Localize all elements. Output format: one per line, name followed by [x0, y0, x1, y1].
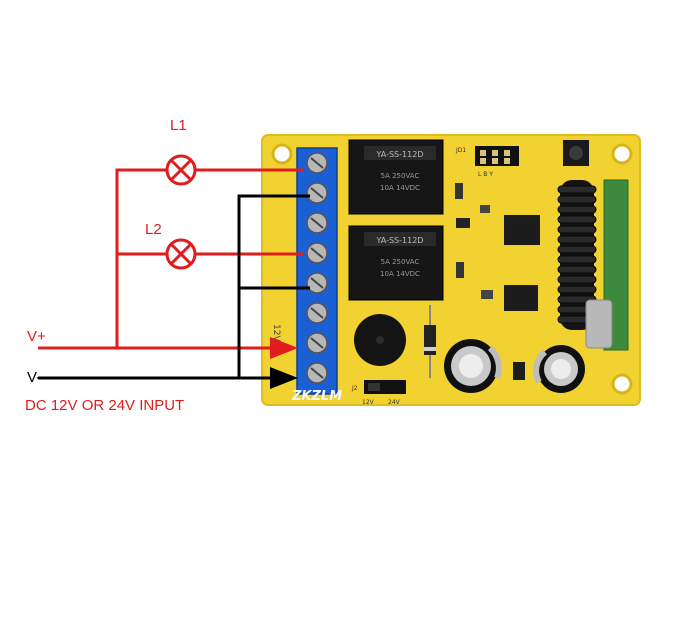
pin-header: JD1 L B Y [455, 146, 519, 178]
lamp-common-wire [115, 168, 166, 348]
lamp-1-label: L1 [170, 117, 187, 134]
smd-part [456, 262, 464, 278]
relay-2-rating-2: 10A 14VDC [380, 270, 420, 278]
screw-slot [310, 247, 324, 259]
ic-chip [504, 285, 538, 311]
smd-part [513, 362, 525, 380]
voltage-jumper: 12V 24V J2 [351, 380, 406, 406]
coil-turn [557, 285, 597, 294]
lamp-2-label: L2 [145, 221, 162, 238]
capacitor-large [444, 339, 502, 393]
jumper-12v-label: 12V [362, 399, 375, 406]
screw-slot [310, 307, 324, 319]
relay-1-rating-2: 10A 14VDC [380, 184, 420, 192]
relay-board: YA-SS-112D 5A 250VAC 10A 14VDC YA-SS-112… [261, 134, 641, 406]
smd-part [480, 205, 490, 213]
smd-part [481, 290, 493, 299]
antenna-coil [557, 180, 597, 330]
ic-chip [504, 215, 540, 245]
relay-1: YA-SS-112D 5A 250VAC 10A 14VDC [348, 139, 444, 215]
relay-1-model: YA-SS-112D [376, 150, 424, 159]
coil-turn [557, 205, 597, 214]
screw-slot [310, 367, 324, 379]
mounting-hole [611, 143, 633, 165]
input-voltage-note: DC 12V OR 24V INPUT [25, 397, 184, 414]
coil-turn [557, 215, 597, 224]
v-minus-label: V- [27, 369, 41, 386]
relay-2: YA-SS-112D 5A 250VAC 10A 14VDC [348, 225, 444, 301]
relay-2-rating-1: 5A 250VAC [381, 258, 420, 266]
relay-1-rating-1: 5A 250VAC [381, 172, 420, 180]
coil-turn [557, 195, 597, 204]
coil-turn [557, 255, 597, 264]
lamp-l1 [165, 154, 197, 186]
coil-turn [557, 185, 597, 194]
screw-slot [310, 217, 324, 229]
buzzer [354, 314, 406, 366]
relay-2-model: YA-SS-112D [376, 236, 424, 245]
screw-slot [310, 337, 324, 349]
header-pin-labels: L B Y [478, 171, 493, 178]
smd-part [455, 183, 463, 199]
negative-arrow [270, 367, 298, 389]
jumper-id-label: J2 [351, 385, 358, 392]
mounting-hole [611, 373, 633, 395]
positive-arrow [270, 337, 298, 359]
screw-slot [310, 277, 324, 289]
push-button [563, 140, 589, 166]
v-plus-label: V+ [27, 328, 46, 345]
board-brand: ZKZLM [291, 389, 342, 404]
crystal [585, 299, 613, 349]
screw-slot [310, 187, 324, 199]
lamp-l2 [165, 238, 197, 270]
jumper-header-label: JD1 [455, 147, 466, 154]
vertical-12v-label: 12V [271, 324, 281, 342]
coil-turn [557, 245, 597, 254]
coil-turn [557, 275, 597, 284]
coil-turn [557, 265, 597, 274]
relay-common-wire [237, 194, 310, 378]
screw-slot [310, 157, 324, 169]
terminal-block [296, 147, 338, 395]
diode [424, 305, 436, 378]
jumper-24v-label: 24V [388, 399, 401, 406]
coil-turn [557, 235, 597, 244]
wiring [38, 168, 310, 389]
coil-turn [557, 225, 597, 234]
smd-part [456, 218, 470, 228]
mounting-hole [271, 143, 293, 165]
capacitor-small [533, 345, 585, 393]
